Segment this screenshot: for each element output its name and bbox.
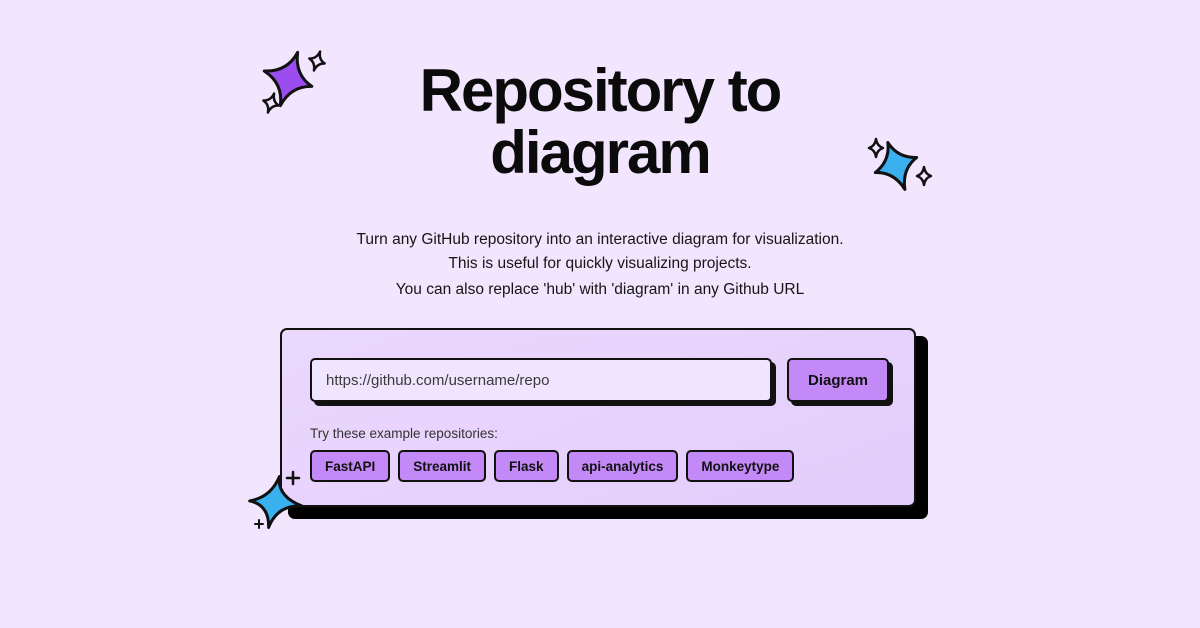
- repo-input-wrapper: [310, 358, 776, 406]
- example-monkeytype-button[interactable]: Monkeytype: [686, 450, 795, 482]
- diagram-button[interactable]: Diagram: [787, 358, 889, 402]
- diagram-button-wrapper: Diagram: [787, 358, 893, 406]
- example-api-analytics-button[interactable]: api-analytics: [566, 450, 679, 482]
- title-line-1: Repository to: [419, 57, 783, 124]
- subtitle-line-2: This is useful for quickly visualizing p…: [448, 255, 752, 272]
- subtitle-line-1: Turn any GitHub repository into an inter…: [356, 231, 844, 248]
- example-repo-list: FastAPI Streamlit Flask api-analytics Mo…: [310, 450, 795, 482]
- example-fastapi-button[interactable]: FastAPI: [310, 450, 391, 482]
- examples-label: Try these example repositories:: [310, 426, 498, 441]
- page-title: Repository to diagram: [0, 60, 1200, 184]
- repo-url-input[interactable]: [310, 358, 772, 402]
- page-subtitle: Turn any GitHub repository into an inter…: [0, 228, 1200, 276]
- repo-form-card: Diagram Try these example repositories: …: [280, 328, 916, 507]
- sparkle-icon: [867, 137, 933, 191]
- sparkle-icon: [262, 50, 326, 114]
- url-tip: You can also replace 'hub' with 'diagram…: [395, 281, 805, 298]
- sparkle-icon: [248, 470, 304, 529]
- example-flask-button[interactable]: Flask: [494, 450, 559, 482]
- title-line-2: diagram: [490, 119, 711, 186]
- example-streamlit-button[interactable]: Streamlit: [398, 450, 487, 482]
